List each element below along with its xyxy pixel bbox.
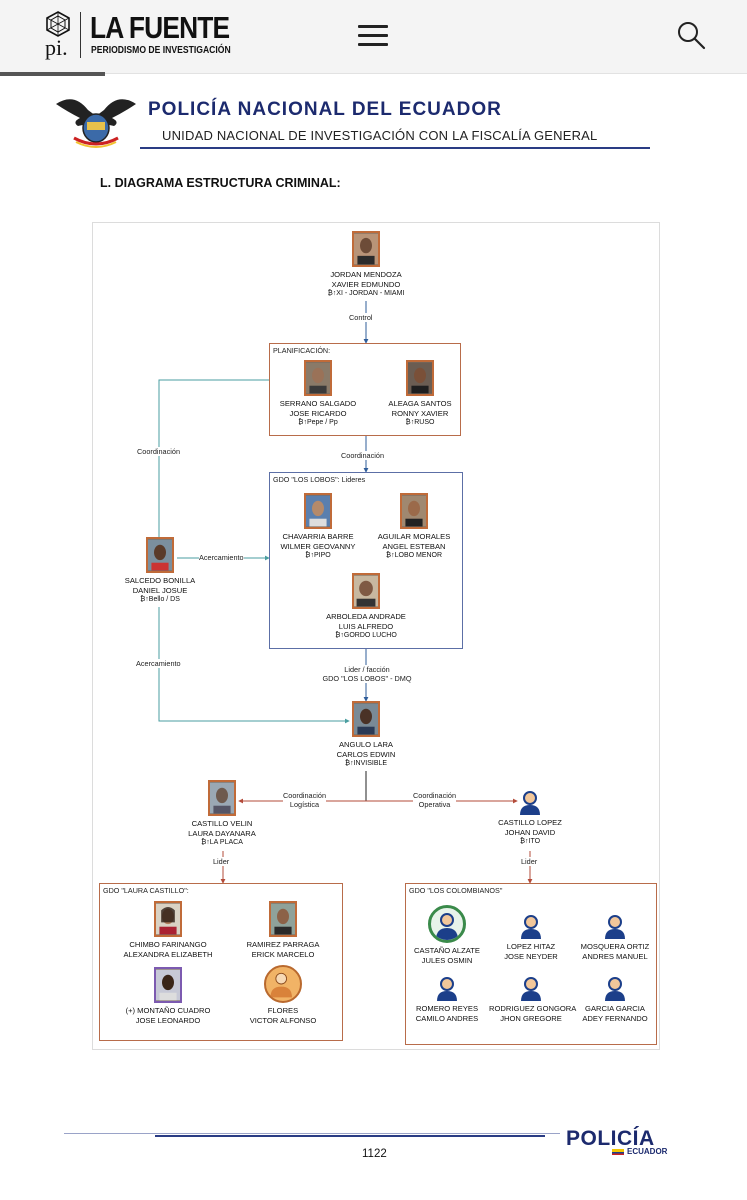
mugshot-photo [406, 360, 434, 396]
group-planificacion: PLANIFICACIÓN: [269, 343, 461, 436]
edge-label-lider: Lider [521, 857, 538, 866]
search-icon[interactable] [676, 20, 706, 50]
mugshot-photo [154, 901, 182, 937]
edge-label-coordinacion: Coordinación [341, 451, 384, 460]
node-flores: FLORES VICTOR ALFONSO [233, 965, 333, 1025]
mugshot-photo [154, 967, 182, 1003]
group-laura-castillo: GDO "LAURA CASTILLO": [99, 883, 343, 1041]
node-rodriguez-gongora: RODRIGUEZ GONGORA JHON GREGORE [489, 975, 576, 1023]
reading-progress-bar [0, 72, 105, 76]
node-chavarria-barre: CHAVARRIA BARRE WILMER GEOVANNY ₿↑PIPO [273, 493, 363, 561]
node-aleaga-santos: ALEAGA SANTOS RONNY XAVIER ₿↑RUSO [375, 360, 465, 428]
edge-label-coordinacion-operativa: Coordinación Operativa [413, 791, 456, 809]
footer-police-logo-sub: ECUADOR [627, 1147, 668, 1156]
edge-label-coordinacion-logistica: Coordinación Logística [283, 791, 326, 809]
node-jordan-mendoza: JORDAN MENDOZA XAVIER EDMUNDO ₿↑XI - JOR… [311, 231, 421, 299]
person-avatar-icon [264, 965, 302, 1003]
mugshot-photo [400, 493, 428, 529]
site-brand[interactable]: LA FUENTE [90, 10, 230, 45]
node-chimbo-farinango: CHIMBO FARINANGO ALEXANDRA ELIZABETH [113, 901, 223, 959]
node-arboleda-andrade: ARBOLEDA ANDRADE LUIS ALFREDO ₿↑GORDO LU… [321, 573, 411, 641]
person-avatar-icon [521, 977, 541, 1001]
node-montano-cuadro: (+) MONTAÑO CUADRO JOSE LEONARDO [113, 967, 223, 1025]
logo-divider [80, 12, 81, 58]
site-header: pi. LA FUENTE PERIODISMO DE INVESTIGACIÓ… [0, 0, 747, 74]
edge-label-acercamiento: Acercamiento [199, 553, 244, 562]
mugshot-photo [352, 573, 380, 609]
edge-label-acercamiento: Acercamiento [136, 659, 181, 668]
police-emblem-icon [56, 99, 136, 148]
node-salcedo-bonilla: SALCEDO BONILLA DANIEL JOSUE ₿↑Bello / D… [115, 537, 205, 605]
person-avatar-icon [605, 977, 625, 1001]
person-avatar-icon [428, 905, 466, 943]
node-serrano-salgado: SERRANO SALGADO JOSE RICARDO ₿↑Pepe / Pp [273, 360, 363, 428]
node-mosquera-ortiz: MOSQUERA ORTIZ ANDRES MANUEL [573, 913, 657, 961]
node-lopez-hitaz: LOPEZ HITAZ JOSE NEYDER [489, 913, 573, 961]
node-ramirez-parraga: RAMIREZ PARRAGA ERICK MARCELO [233, 901, 333, 959]
criminal-structure-diagram: JORDAN MENDOZA XAVIER EDMUNDO ₿↑XI - JOR… [92, 222, 660, 1050]
mugshot-photo [146, 537, 174, 573]
node-castillo-lopez: CASTILLO LOPEZ JOHAN DAVID ₿↑ITO [485, 789, 575, 847]
ecuador-flag-icon [612, 1149, 624, 1155]
group-label: GDO "LOS LOBOS": Lideres [273, 475, 366, 484]
pi-logo-text[interactable]: pi. [45, 35, 68, 60]
header-divider [140, 147, 650, 149]
group-los-colombianos: GDO "LOS COLOMBIANOS" [405, 883, 657, 1045]
footer-police-logo: POLICÍA [566, 1127, 655, 1150]
node-angulo-lara: ANGULO LARA CARLOS EDWIN ₿↑INVISIBLE [321, 701, 411, 769]
person-avatar-icon [605, 915, 625, 939]
person-avatar-icon [521, 915, 541, 939]
group-los-lobos: GDO "LOS LOBOS": Lideres [269, 472, 463, 649]
node-castano-alzate: CASTAÑO ALZATE JULES OSMIN [405, 905, 489, 965]
node-garcia-garcia: GARCIA GARCIA ADEY FERNANDO [573, 975, 657, 1023]
mugshot-photo [304, 360, 332, 396]
hamburger-menu-icon[interactable] [358, 25, 388, 47]
node-aguilar-morales: AGUILAR MORALES ANGEL ESTEBAN ₿↑LOBO MEN… [369, 493, 459, 561]
mugshot-photo [304, 493, 332, 529]
mugshot-photo [208, 780, 236, 816]
node-castillo-velin: CASTILLO VELIN LAURA DAYANARA ₿↑LA PLACA [177, 780, 267, 848]
document-title: POLICÍA NACIONAL DEL ECUADOR [148, 99, 502, 120]
group-label: GDO "LOS COLOMBIANOS" [409, 886, 503, 895]
mugshot-photo [352, 231, 380, 267]
edge-label-control: Control [349, 313, 373, 322]
person-avatar-icon [437, 977, 457, 1001]
node-romero-reyes: ROMERO REYES CAMILO ANDRES [405, 975, 489, 1023]
mugshot-photo [352, 701, 380, 737]
footer-rule-accent [155, 1135, 545, 1137]
edge-label-lider-faccion: Lider / facción GDO "LOS LOBOS" - DMQ [315, 665, 419, 683]
person-avatar-icon [520, 791, 540, 815]
section-title: L. DIAGRAMA ESTRUCTURA CRIMINAL: [100, 176, 341, 190]
document-subtitle: UNIDAD NACIONAL DE INVESTIGACIÓN CON LA … [162, 128, 598, 143]
site-brand-subtitle: PERIODISMO DE INVESTIGACIÓN [91, 44, 231, 56]
page-number: 1122 [362, 1148, 387, 1160]
edge-label-lider: Lider [213, 857, 230, 866]
pi-logo-icon[interactable] [42, 10, 74, 60]
edge-label-coordinacion: Coordinación [137, 447, 180, 456]
footer-rule [64, 1133, 560, 1134]
group-label: GDO "LAURA CASTILLO": [103, 886, 189, 895]
group-label: PLANIFICACIÓN: [273, 346, 331, 355]
mugshot-photo [269, 901, 297, 937]
